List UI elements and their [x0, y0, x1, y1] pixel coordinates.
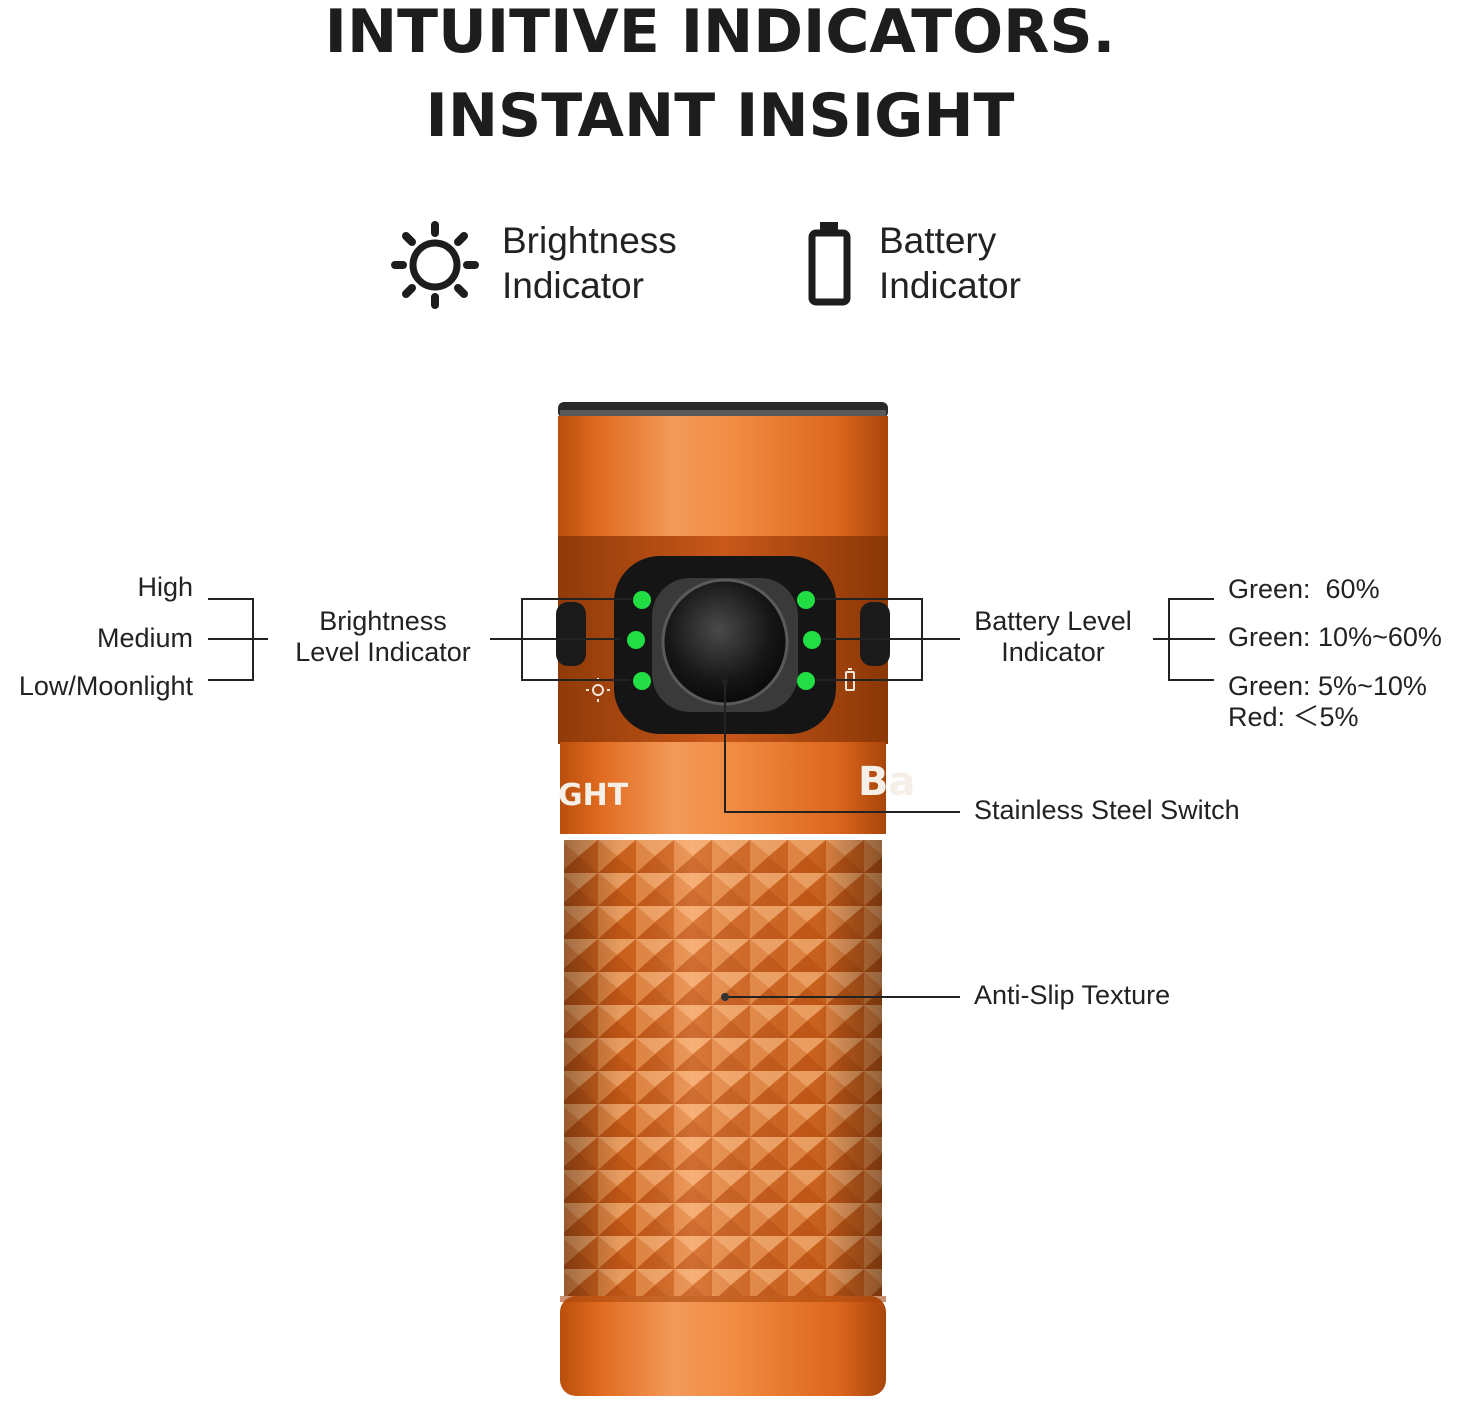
brightness-legend-line1: Brightness — [502, 220, 677, 261]
callout-lines — [208, 598, 1215, 998]
level-high: High — [137, 572, 193, 602]
brightness-callout-line1: Brightness — [319, 606, 447, 636]
battery-level-indicator-label: Battery Level Indicator — [958, 606, 1148, 668]
battery-callout-line1: Battery Level — [974, 606, 1132, 636]
brightness-callout-line2: Level Indicator — [295, 637, 471, 667]
battery-legend-line2: Indicator — [879, 265, 1021, 306]
body-text-right: Ba — [858, 759, 915, 805]
brightness-legend-line2: Indicator — [502, 265, 644, 306]
level-low-moonlight: Low/Moonlight — [18, 671, 193, 701]
battery-indicator-legend: Battery Indicator — [879, 218, 1021, 308]
battery-level-top: Green: 60% — [1228, 574, 1380, 604]
battery-level-bottom-red: Red: ＜5% — [1228, 702, 1359, 732]
battery-level-middle: Green: 10%~60% — [1228, 622, 1442, 652]
battery-legend-line1: Battery — [879, 220, 997, 261]
page-title-line2: INSTANT INSIGHT — [425, 81, 1015, 151]
stainless-steel-switch-label: Stainless Steel Switch — [974, 795, 1240, 825]
battery-icon — [808, 222, 851, 306]
sun-icon — [391, 221, 479, 309]
brightness-indicator-legend: Brightness Indicator — [502, 218, 677, 308]
battery-level-bottom-green: Green: 5%~10% — [1228, 671, 1427, 701]
battery-leds — [797, 591, 821, 690]
battery-callout-line2: Indicator — [1001, 637, 1105, 667]
brightness-leds — [627, 591, 651, 690]
page-title-line1: INTUITIVE INDICATORS. — [324, 0, 1116, 67]
level-medium: Medium — [96, 623, 193, 653]
brightness-level-indicator-label: Brightness Level Indicator — [278, 606, 488, 668]
stainless-steel-switch[interactable] — [663, 580, 787, 704]
body-text-left: GHT — [558, 778, 629, 813]
anti-slip-texture-label: Anti-Slip Texture — [974, 980, 1171, 1010]
